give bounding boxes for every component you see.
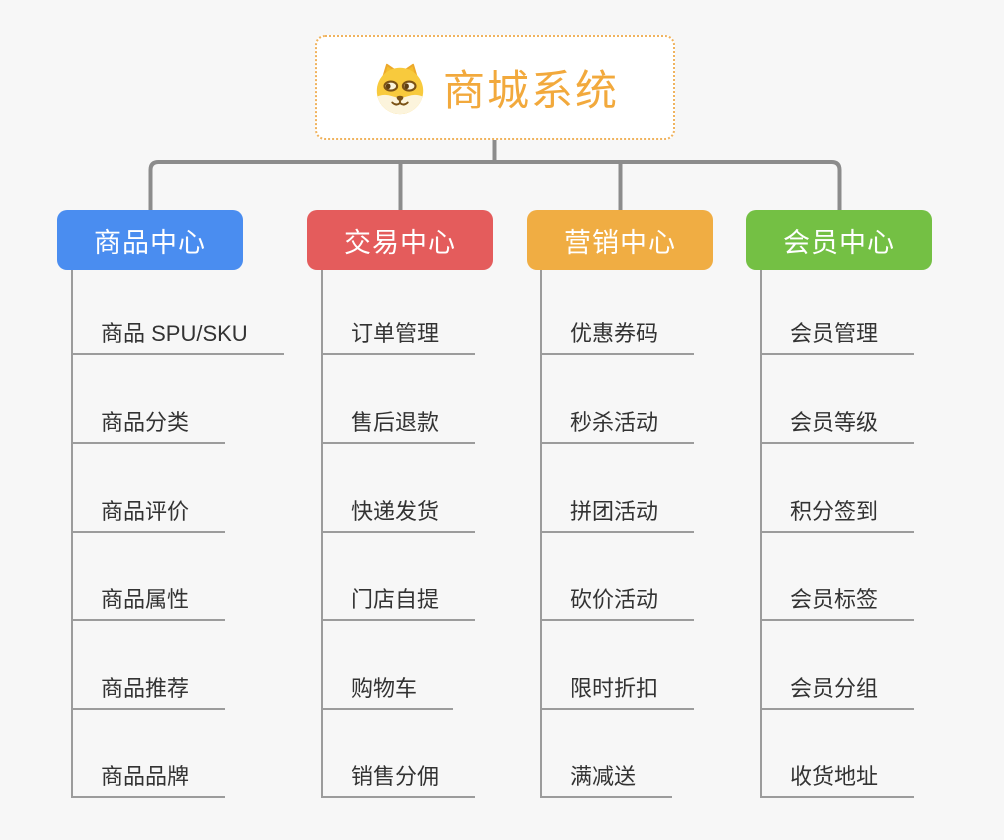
- branch-node-member-center[interactable]: 会员中心: [746, 210, 932, 270]
- leaf-topic-node[interactable]: 订单管理: [323, 317, 476, 355]
- leaf-topic-node[interactable]: 收货地址: [762, 760, 915, 798]
- leaf-topic-node[interactable]: 秒杀活动: [542, 406, 695, 444]
- leaf-topic-node[interactable]: 积分签到: [762, 495, 915, 533]
- root-topic-node[interactable]: 商城系统: [315, 35, 675, 140]
- leaf-topic-node[interactable]: 快递发货: [323, 495, 476, 533]
- branch-children-member: 会员管理 会员等级 积分签到 会员标签 会员分组 收货地址: [760, 270, 1002, 798]
- dog-face-icon: [376, 63, 424, 114]
- leaf-topic-node[interactable]: 拼团活动: [542, 495, 695, 533]
- root-topic-label: 商城系统: [442, 67, 619, 114]
- leaf-topic-node[interactable]: 会员管理: [762, 317, 915, 355]
- branch-node-product-center[interactable]: 商品中心: [57, 210, 243, 270]
- leaf-topic-node[interactable]: 商品属性: [73, 583, 226, 621]
- leaf-topic-node[interactable]: 商品品牌: [73, 760, 226, 798]
- leaf-topic-node[interactable]: 商品评价: [73, 495, 226, 533]
- leaf-topic-node[interactable]: 限时折扣: [542, 672, 695, 710]
- leaf-topic-node[interactable]: 砍价活动: [542, 583, 695, 621]
- leaf-topic-node[interactable]: 商品 SPU/SKU: [73, 317, 284, 355]
- leaf-topic-node[interactable]: 商品分类: [73, 406, 226, 444]
- leaf-topic-node[interactable]: 优惠券码: [542, 317, 695, 355]
- leaf-topic-node[interactable]: 会员分组: [762, 672, 915, 710]
- leaf-topic-node[interactable]: 满减送: [542, 760, 673, 798]
- branch-children-product: 商品 SPU/SKU 商品分类 商品评价 商品属性 商品推荐 商品品牌: [71, 270, 313, 798]
- leaf-topic-node[interactable]: 购物车: [323, 672, 454, 710]
- leaf-topic-node[interactable]: 销售分佣: [323, 760, 476, 798]
- branch-node-trade-center[interactable]: 交易中心: [307, 210, 493, 270]
- branch-children-trade: 订单管理 售后退款 快递发货 门店自提 购物车 销售分佣: [321, 270, 563, 798]
- leaf-topic-node[interactable]: 售后退款: [323, 406, 476, 444]
- leaf-topic-node[interactable]: 门店自提: [323, 583, 476, 621]
- leaf-topic-node[interactable]: 商品推荐: [73, 672, 226, 710]
- branch-children-marketing: 优惠券码 秒杀活动 拼团活动 砍价活动 限时折扣 满减送: [540, 270, 782, 798]
- leaf-topic-node[interactable]: 会员等级: [762, 406, 915, 444]
- leaf-topic-node[interactable]: 会员标签: [762, 583, 915, 621]
- branch-node-marketing-center[interactable]: 营销中心: [527, 210, 713, 270]
